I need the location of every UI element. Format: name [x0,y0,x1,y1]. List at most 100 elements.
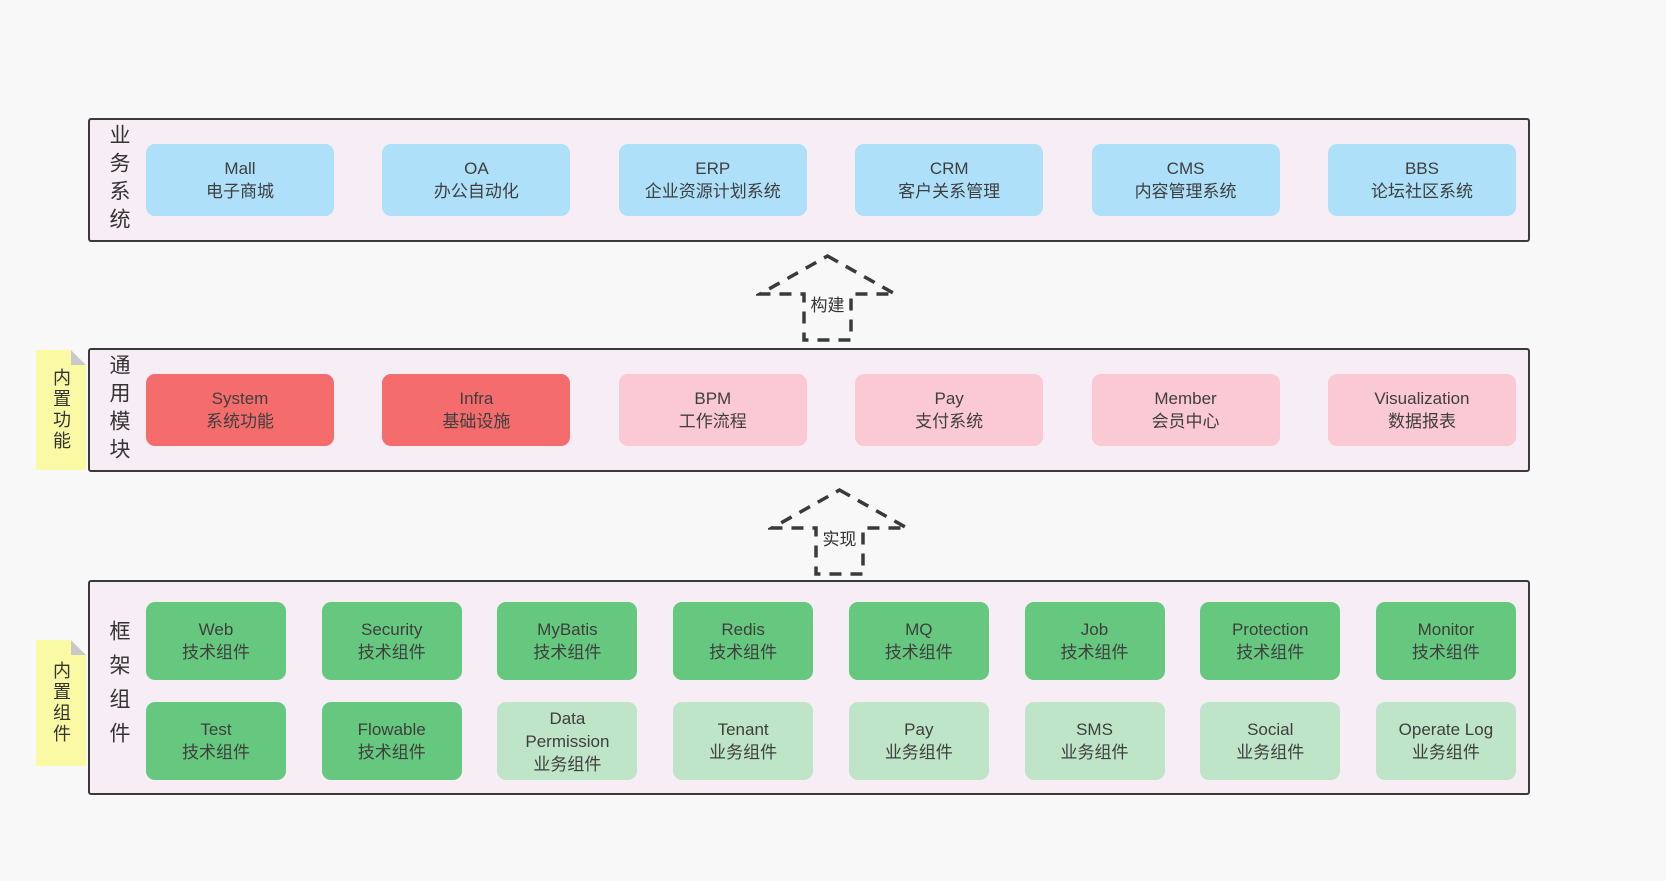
box-subtitle: 技术组件 [1236,643,1305,662]
box-title: Operate Log [1398,720,1494,739]
business-box-bbs: BBS 论坛社区系统 [1327,144,1516,216]
framework-box-social: Social 业务组件 [1200,702,1341,780]
box-subtitle: 业务组件 [884,743,953,762]
framework-box-flowable: Flowable 技术组件 [321,702,462,780]
box-title: MyBatis [537,620,598,639]
box-title: SMS [1076,720,1113,739]
box-title: System [211,389,269,408]
box-subtitle: 数据报表 [1387,412,1456,431]
box-subtitle: 系统功能 [206,412,274,431]
module-box-member: Member 会员中心 [1091,374,1280,446]
implement-arrow: 实现 [768,486,911,578]
box-subtitle: 技术组件 [357,643,426,662]
business-box-crm: CRM 客户关系管理 [855,144,1044,216]
framework-box-mq: MQ 技术组件 [848,602,989,680]
box-subtitle: 技术组件 [357,743,426,762]
box-title: Monitor [1417,620,1475,639]
module-box-visualization: Visualization 数据报表 [1327,374,1516,446]
box-title: Infra [459,389,494,408]
module-box-pay: Pay 支付系统 [855,374,1044,446]
box-title: Data Permission [525,708,610,751]
box-title: Pay [904,720,934,739]
box-subtitle: 会员中心 [1151,412,1220,431]
box-title: Job [1080,620,1109,639]
box-title: Security [360,620,423,639]
box-subtitle: 业务组件 [709,743,778,762]
box-subtitle: 技术组件 [1060,643,1129,662]
box-title: Visualization [1374,389,1470,408]
box-subtitle: 技术组件 [182,743,250,762]
framework-boxes-row1: Web 技术组件 Security 技术组件 MyBatis 技术组件 Redi… [146,602,1516,680]
box-subtitle: 电子商城 [206,182,274,201]
box-title: Member [1154,389,1217,408]
box-title: Flowable [357,720,426,739]
module-box-system: System 系统功能 [146,374,334,446]
box-title: Mall [224,159,256,178]
box-title: OA [464,159,489,178]
box-title: Protection [1231,620,1309,639]
box-title: MQ [905,620,933,639]
box-subtitle: 论坛社区系统 [1370,182,1473,201]
framework-box-tenant: Tenant 业务组件 [673,702,814,780]
box-subtitle: 技术组件 [884,643,953,662]
box-title: CRM [929,159,969,178]
framework-box-operate-log: Operate Log 业务组件 [1375,702,1516,780]
framework-box-sms: SMS 业务组件 [1024,702,1165,780]
business-box-cms: CMS 内容管理系统 [1091,144,1280,216]
framework-box-redis: Redis 技术组件 [673,602,814,680]
builtin-functions-sticky: 内置功能 [36,350,86,470]
implement-arrow-label: 实现 [819,525,860,550]
framework-layer-label: 框架组件 [107,619,130,756]
box-subtitle: 技术组件 [1411,643,1480,662]
box-subtitle: 客户关系管理 [898,182,1001,201]
business-systems-layer: 业务系统 Mall 电子商城 OA 办公自动化 ERP 企业资源计划系统 CRM… [88,118,1530,242]
box-title: BBS [1404,159,1439,178]
up-arrow-icon [756,253,899,342]
box-subtitle: 技术组件 [709,643,778,662]
business-box-erp: ERP 企业资源计划系统 [618,144,807,216]
framework-boxes-row2: Test 技术组件 Flowable 技术组件 Data Permission … [146,702,1516,780]
framework-box-pay: Pay 业务组件 [848,702,989,780]
box-subtitle: 办公自动化 [433,182,519,201]
framework-box-data-permission: Data Permission 业务组件 [497,702,638,780]
business-layer-label: 业务系统 [107,124,130,236]
box-subtitle: 业务组件 [1060,743,1129,762]
framework-box-test: Test 技术组件 [146,702,286,780]
common-modules-layer: 通用模块 System 系统功能 Infra 基础设施 BPM 工作流程 Pay… [88,348,1530,472]
module-boxes-row: System 系统功能 Infra 基础设施 BPM 工作流程 Pay 支付系统… [146,374,1516,446]
box-title: Tenant [717,720,769,739]
framework-box-web: Web 技术组件 [146,602,286,680]
box-title: Web [198,620,234,639]
box-subtitle: 企业资源计划系统 [644,182,781,201]
box-title: Pay [934,389,964,408]
sticky-label: 内置功能 [51,368,71,452]
builtin-components-sticky: 内置组件 [36,640,86,766]
framework-box-job: Job 技术组件 [1024,602,1165,680]
business-box-oa: OA 办公自动化 [382,144,571,216]
sticky-fold-icon [71,350,86,365]
framework-box-monitor: Monitor 技术组件 [1375,602,1516,680]
box-subtitle: 技术组件 [533,643,602,662]
framework-box-security: Security 技术组件 [321,602,462,680]
box-subtitle: 内容管理系统 [1134,182,1237,201]
box-title: Redis [721,620,765,639]
box-subtitle: 业务组件 [1236,743,1305,762]
business-boxes-row: Mall 电子商城 OA 办公自动化 ERP 企业资源计划系统 CRM 客户关系… [146,144,1516,216]
box-title: Test [200,720,232,739]
box-subtitle: 支付系统 [915,412,984,431]
sticky-label: 内置组件 [51,661,71,745]
build-arrow: 构建 [756,252,899,344]
box-title: CMS [1166,159,1205,178]
box-title: BPM [694,389,732,408]
module-box-bpm: BPM 工作流程 [618,374,807,446]
framework-box-mybatis: MyBatis 技术组件 [497,602,638,680]
box-subtitle: 工作流程 [678,412,747,431]
build-arrow-label: 构建 [807,291,848,316]
box-title: Social [1247,720,1294,739]
box-title: ERP [695,159,731,178]
module-box-infra: Infra 基础设施 [382,374,571,446]
box-subtitle: 业务组件 [1411,743,1480,762]
framework-box-protection: Protection 技术组件 [1200,602,1341,680]
modules-layer-label: 通用模块 [107,354,130,466]
sticky-fold-icon [71,640,86,655]
